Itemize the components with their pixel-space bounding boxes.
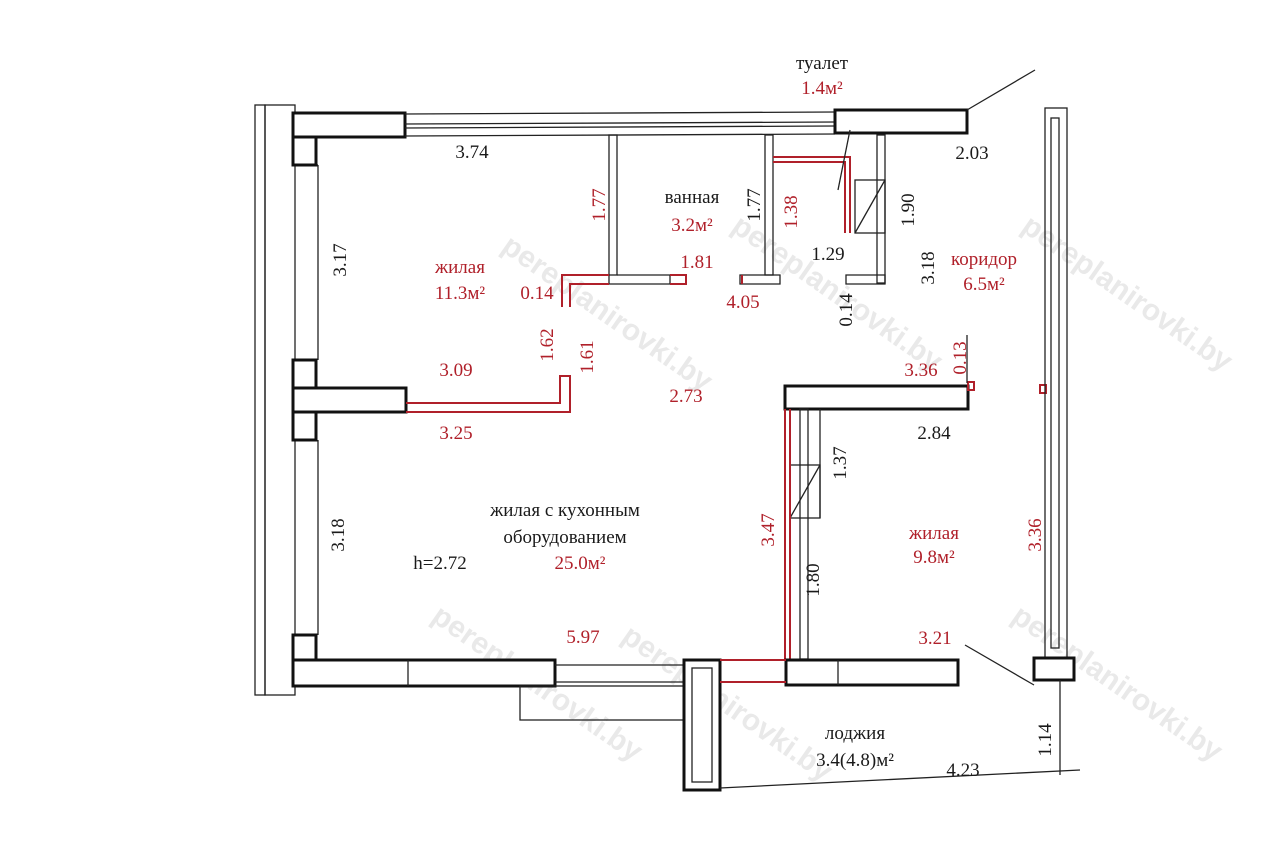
loggia-area: 3.4(4.8)м²	[816, 750, 894, 771]
dimension: 1.80	[803, 563, 824, 596]
corridor-area: 6.5м²	[963, 274, 1005, 295]
dimension: 1.90	[898, 193, 919, 226]
dimension: 1.62	[537, 328, 558, 361]
watermark: pereplanirovki.by	[616, 619, 839, 789]
dimension: 3.47	[758, 513, 779, 546]
dimension: 4.05	[726, 292, 759, 313]
bathroom-area: 3.2м²	[671, 215, 713, 236]
dimension: 3.74	[455, 142, 489, 163]
dimension: 3.18	[918, 251, 939, 284]
living2-name: жилая	[908, 523, 959, 544]
living1-name: жилая	[434, 257, 485, 278]
dimension: 0.14	[520, 283, 554, 304]
dimension: 2.03	[955, 143, 988, 164]
dimension: 3.18	[328, 518, 349, 551]
dimension: 2.84	[917, 423, 951, 444]
dimension: 1.77	[744, 188, 765, 221]
dimension: 1.37	[830, 446, 851, 479]
dimension: 3.36	[1025, 518, 1046, 551]
dimension: 1.38	[781, 195, 802, 228]
dimension: 3.36	[904, 360, 937, 381]
toilet-area: 1.4м²	[801, 78, 843, 99]
watermark: pereplanirovki.by	[1016, 209, 1239, 379]
dimension: 1.29	[811, 244, 844, 265]
dimension: 3.21	[918, 628, 951, 649]
dimension: 2.73	[669, 386, 702, 407]
dimension: 3.17	[330, 243, 351, 276]
dimension-labels: 3.74 2.03 1.77 1.77 1.38 1.90 3.17 0.14 …	[328, 142, 1056, 781]
dimension: 3.25	[439, 423, 472, 444]
corridor-name: коридор	[951, 249, 1017, 270]
dimension: 1.81	[680, 252, 713, 273]
dimension: 0.13	[950, 341, 971, 374]
loggia-name: лоджия	[825, 723, 885, 744]
living1-area: 11.3м²	[435, 283, 486, 304]
dimension: 4.23	[946, 760, 979, 781]
kitchen-living-name-2: оборудованием	[503, 527, 626, 548]
room-labels: туалет 1.4м² ванная 3.2м² жилая 11.3м² к…	[413, 53, 1017, 771]
dimension: 0.14	[836, 293, 857, 327]
kitchen-living-name-1: жилая с кухонным	[489, 500, 640, 521]
dimension: 1.14	[1035, 723, 1056, 757]
living2-area: 9.8м²	[913, 547, 955, 568]
dimension: 3.09	[439, 360, 472, 381]
toilet-name: туалет	[796, 53, 849, 74]
walls	[254, 69, 1081, 792]
dimension: 1.77	[589, 188, 610, 221]
dimension: 5.97	[566, 627, 599, 648]
kitchen-living-area: 25.0м²	[555, 553, 606, 574]
ceiling-height: h=2.72	[413, 553, 466, 574]
bathroom-name: ванная	[665, 187, 720, 208]
dimension: 1.61	[577, 340, 598, 373]
